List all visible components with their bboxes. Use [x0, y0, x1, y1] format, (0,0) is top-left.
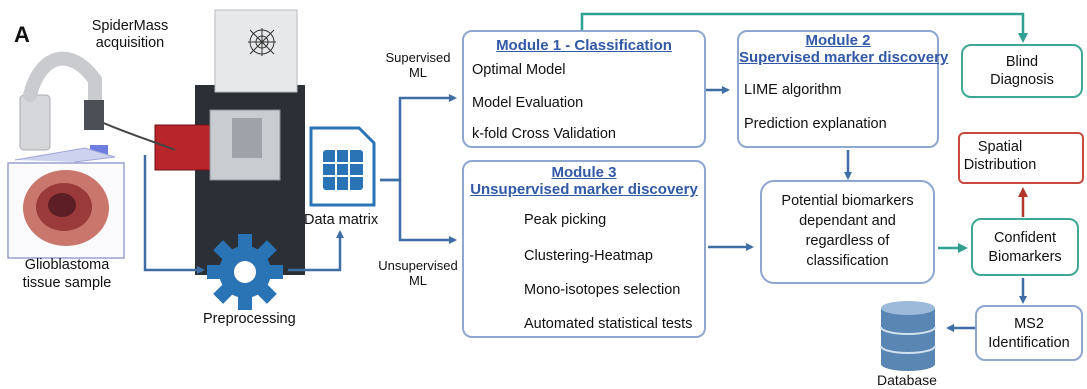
module2-item: Prediction explanation [744, 116, 887, 132]
unsupervised-line2: ML [408, 273, 428, 288]
panel-letter: A [14, 22, 30, 47]
module3-box: Module 3 Unsupervised marker discovery P… [462, 160, 706, 338]
potential-line1: Potential biomarkers [781, 193, 914, 209]
confident-line2: Biomarkers [988, 249, 1062, 265]
supervised-line1: Supervised [385, 50, 451, 65]
ms2-line1: MS2 [1014, 316, 1044, 332]
preprocessing-label: Preprocessing [203, 311, 296, 327]
spatial-line1: Spatial [977, 139, 1023, 155]
acquisition-line2: acquisition [95, 35, 165, 51]
confident-biomarkers-box: Confident Biomarkers [971, 218, 1079, 276]
potential-line2: dependant and [799, 213, 896, 229]
unsupervised-line1: Unsupervised [378, 258, 458, 273]
arrow-sample-to-preprocessing [143, 155, 205, 274]
arrow-datamatrix-to-module1 [380, 94, 457, 182]
spatial-line2: Distribution [963, 157, 1037, 173]
module3-title-line1: Module 3 [551, 164, 617, 181]
spider-web-icon [248, 28, 276, 56]
module3-item: Mono-isotopes selection [524, 282, 681, 298]
module1-item: Optimal Model [472, 62, 566, 78]
data-matrix-file-icon [309, 126, 376, 207]
database-icon [880, 301, 936, 371]
module3-item: Automated statistical tests [524, 316, 693, 332]
module2-title-line2: Supervised marker discovery [739, 49, 949, 66]
acquisition-line1: SpiderMass [91, 18, 169, 34]
blind-diagnosis-box: Blind Diagnosis [961, 44, 1083, 98]
unsupervised-ml-label: Unsupervised ML [368, 258, 468, 288]
potential-biomarkers-box: Potential biomarkers dependant and regar… [760, 180, 935, 284]
module3-title: Module 3 Unsupervised marker discovery [464, 164, 704, 198]
potential-line4: classification [806, 253, 889, 269]
data-matrix-label: Data matrix [304, 212, 379, 228]
module1-title: Module 1 - Classification [496, 37, 672, 54]
ms2-line2: Identification [988, 335, 1070, 351]
spatial-distribution-box: Spatial Distribution [958, 132, 1084, 184]
spidermass-instrument-illustration [91, 9, 305, 275]
ms2-identification-box: MS2 Identification [975, 305, 1083, 361]
module3-title-line2: Unsupervised marker discovery [470, 181, 698, 198]
module1-box: Module 1 - Classification Optimal Model … [462, 30, 706, 148]
module1-item: Model Evaluation [472, 95, 584, 111]
spidermass-acquisition-label: SpiderMass acquisition [75, 18, 185, 52]
tissue-sample-label: Glioblastoma tissue sample [2, 256, 132, 292]
module2-box: Module 2 Supervised marker discovery LIM… [737, 30, 949, 148]
module1-item: k-fold Cross Validation [472, 126, 616, 142]
blind-diagnosis-line2: Diagnosis [990, 72, 1054, 88]
potential-line3: regardless of [805, 233, 890, 249]
sample-line1: Glioblastoma [24, 257, 110, 273]
module2-title: Module 2 Supervised marker discovery [739, 32, 949, 66]
tissue-sample-illustration [7, 147, 125, 259]
arrow-datamatrix-to-module3 [380, 178, 457, 244]
blind-diagnosis-line1: Blind [1005, 54, 1039, 70]
arrows [143, 12, 1028, 332]
confident-line1: Confident [993, 230, 1057, 246]
gear-icon [207, 234, 283, 310]
supervised-line2: ML [408, 65, 428, 80]
sample-line2: tissue sample [22, 275, 112, 291]
module2-title-line1: Module 2 [805, 32, 871, 49]
spatial-distribution-label: Spatial Distribution [960, 138, 1040, 174]
supervised-ml-label: Supervised ML [383, 50, 453, 80]
arrow-preprocessing-to-datamatrix [288, 230, 344, 272]
database-label: Database [877, 372, 937, 388]
module3-item: Clustering-Heatmap [524, 248, 653, 264]
module2-item: LIME algorithm [744, 82, 842, 98]
robot-arm-illustration [19, 51, 108, 155]
arrow-module1-to-blind-diagnosis [580, 12, 1028, 43]
module3-item: Peak picking [524, 212, 607, 228]
